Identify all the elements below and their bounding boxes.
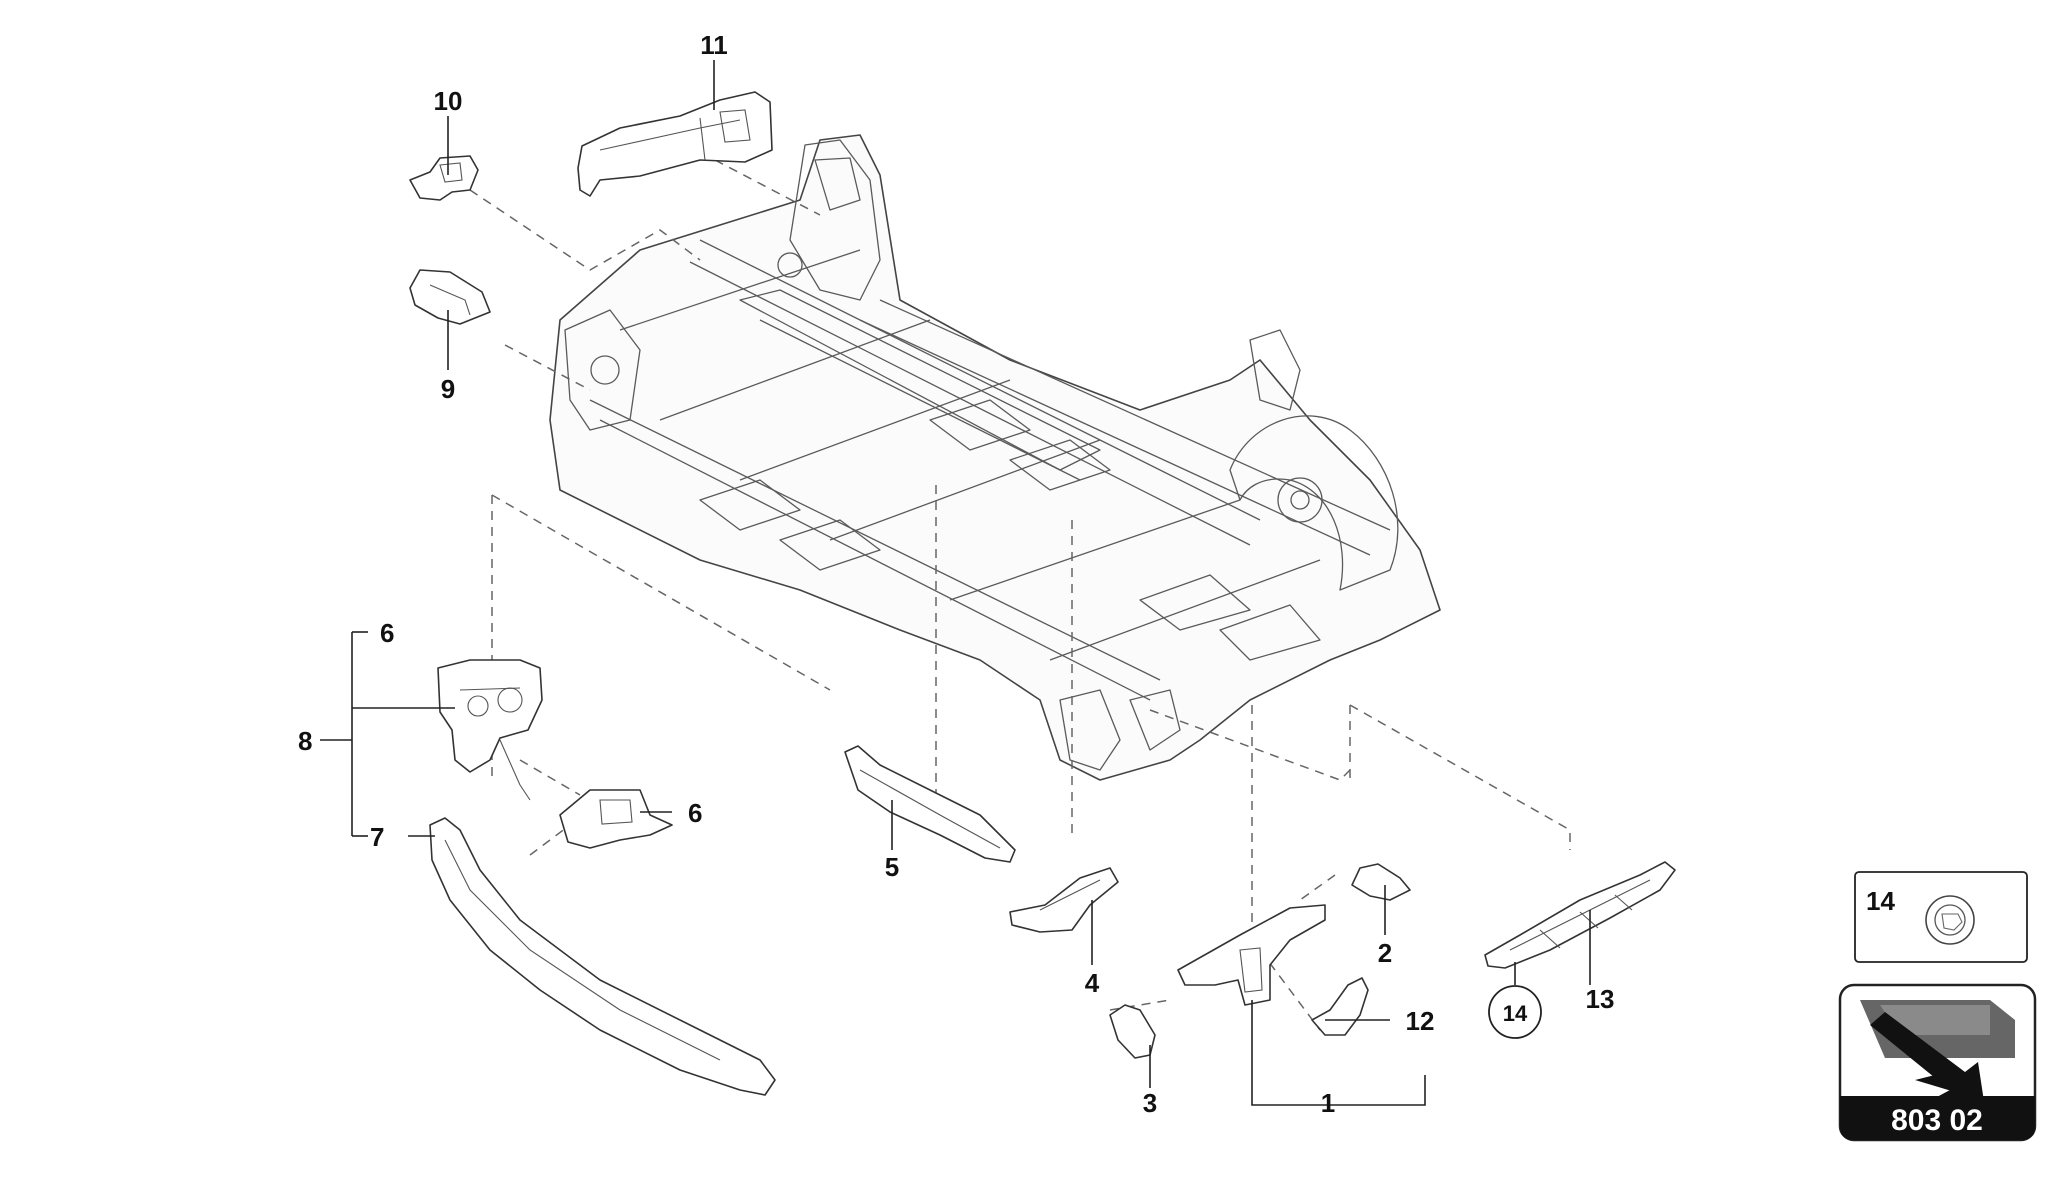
callout-6b: 6 — [688, 798, 702, 828]
part-6-upper-bracket — [437, 659, 543, 801]
part-7-crossmember — [429, 817, 776, 1096]
part-12-bracket — [1311, 977, 1369, 1036]
leader-lines — [320, 60, 1591, 1106]
wheel-part-icon — [1925, 895, 1975, 945]
callout-4: 4 — [1085, 968, 1100, 998]
callout-10: 10 — [434, 86, 463, 116]
legend-box-14: 14 — [1854, 871, 2028, 963]
callout-labels: 1 2 3 4 5 6 6 7 8 9 10 11 12 13 14 — [298, 30, 1614, 1118]
part-4-bracket — [1009, 867, 1119, 933]
part-1-mount — [1177, 904, 1326, 1006]
callout-14: 14 — [1503, 1001, 1528, 1026]
part-5-member — [844, 745, 1016, 863]
callout-14-circle — [1488, 985, 1542, 1039]
callout-8: 8 — [298, 726, 312, 756]
page-badge: 803 02 — [1838, 983, 2037, 1142]
callout-7: 7 — [370, 822, 384, 852]
part-6-lower-bracket — [559, 789, 673, 849]
callout-1: 1 — [1321, 1088, 1335, 1118]
floor-section-arrow-icon — [1860, 1000, 2015, 1108]
callout-12: 12 — [1406, 1006, 1435, 1036]
part-11-rail — [577, 91, 773, 197]
floor-assembly — [549, 134, 1441, 781]
legend-box-label: 14 — [1866, 886, 1895, 916]
page-code: 803 02 — [1891, 1104, 1983, 1137]
callout-11: 11 — [700, 30, 728, 60]
callout-6a: 6 — [380, 618, 394, 648]
part-3-bracket — [1109, 1004, 1156, 1059]
callout-13: 13 — [1586, 984, 1615, 1014]
callout-3: 3 — [1143, 1088, 1157, 1118]
part-2-bracket — [1351, 863, 1411, 901]
part-10-bracket — [409, 155, 479, 201]
part-9-panel — [409, 269, 491, 325]
callout-5: 5 — [885, 852, 899, 882]
part-13-guard — [1484, 861, 1676, 969]
callout-2: 2 — [1378, 938, 1392, 968]
callout-9: 9 — [441, 374, 455, 404]
